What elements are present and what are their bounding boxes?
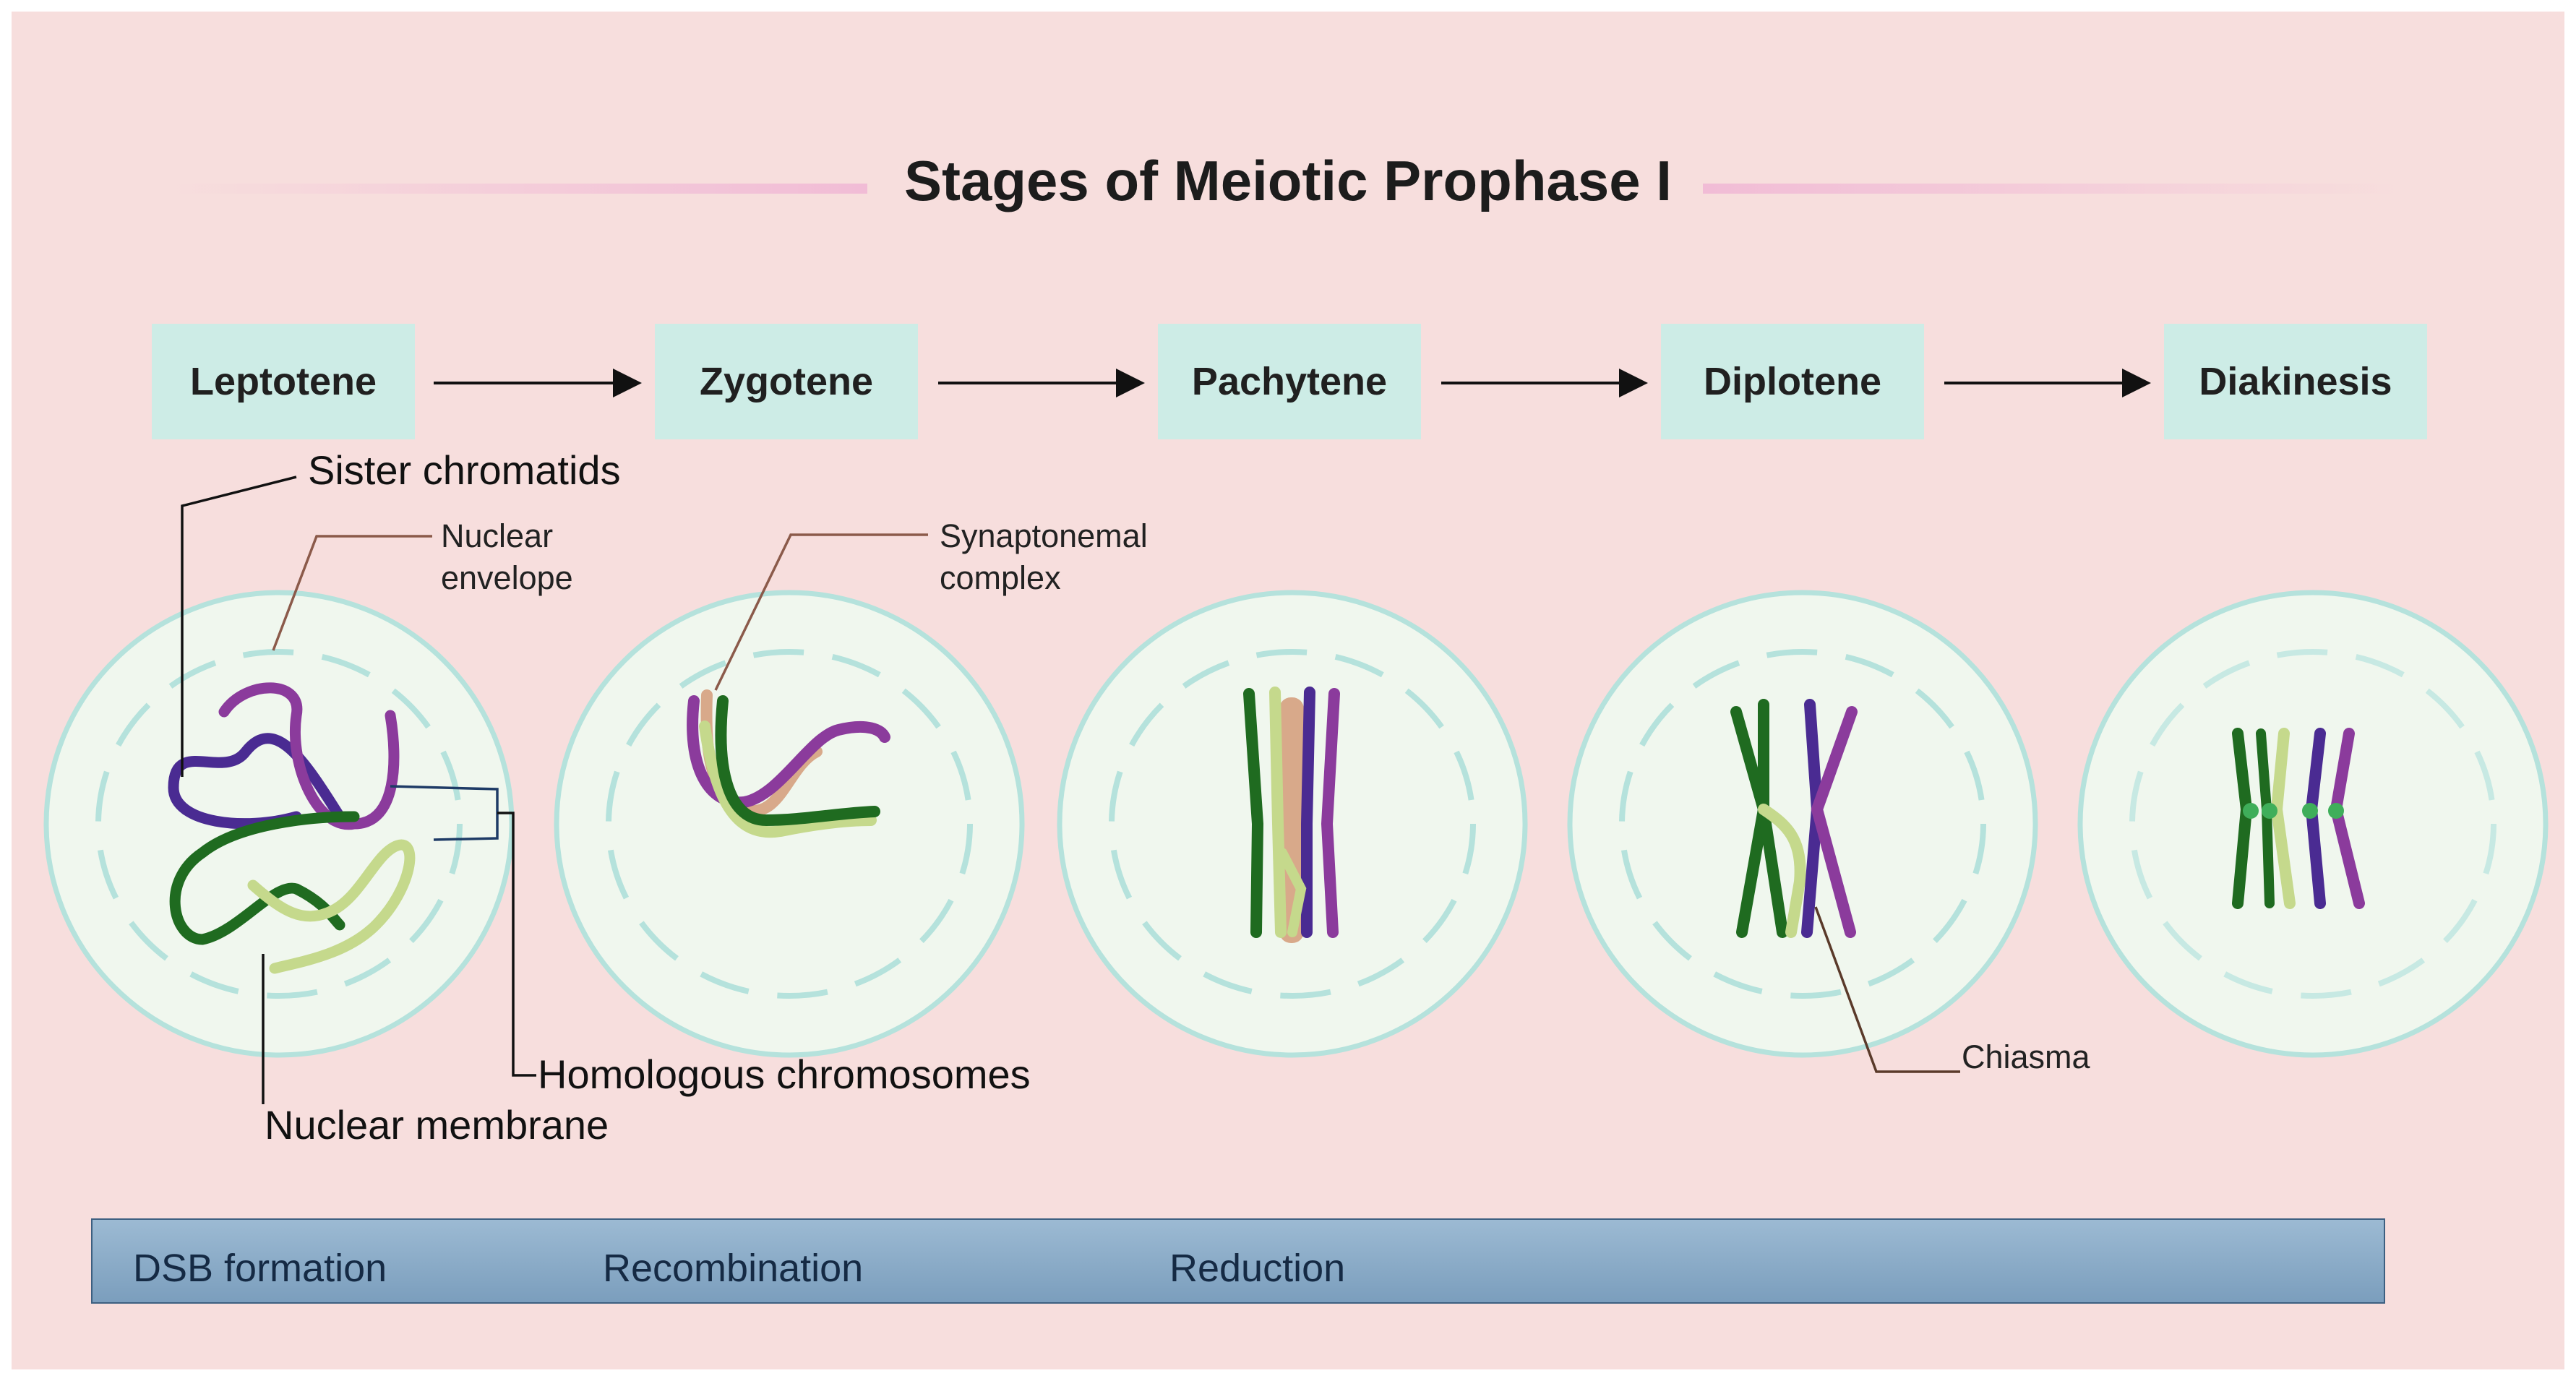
centromere <box>2243 803 2259 819</box>
chromosome-light-green <box>1758 804 1806 938</box>
crossover-segment <box>1277 848 1307 937</box>
leader-chiasma <box>1814 906 1960 1073</box>
cell-diakinesis <box>2077 590 2549 1058</box>
title-line-left <box>166 184 867 194</box>
chromosome-purple <box>687 695 890 809</box>
chromosome-light-green <box>699 720 877 838</box>
chromosome-dark-green <box>715 695 880 827</box>
centromere <box>2328 803 2344 819</box>
chromosome-light-green <box>247 839 416 974</box>
cell-leptotene <box>43 590 515 1058</box>
leader-nuclear-envelope <box>272 535 432 651</box>
leader-synaptonemal <box>714 533 928 691</box>
leader-homologous <box>497 812 536 1077</box>
chromosome-dark-green <box>169 811 360 945</box>
centromere <box>2262 803 2277 819</box>
chromosome-dark-green <box>1243 688 1264 938</box>
leader-sister-chromatids <box>181 476 297 777</box>
cell-pachytene <box>1057 590 1528 1058</box>
chromosome-light-green <box>1269 687 1287 938</box>
chromosome-dark-purple <box>1301 687 1315 938</box>
cell-diplotene <box>1567 590 2038 1058</box>
chromosome-purple <box>1321 688 1340 938</box>
title-line-right <box>1703 184 2404 194</box>
centromere <box>2302 803 2318 819</box>
cell-zygotene <box>554 590 1025 1058</box>
chromosome-purple <box>1811 706 1858 938</box>
chromosome-purple <box>218 682 400 830</box>
